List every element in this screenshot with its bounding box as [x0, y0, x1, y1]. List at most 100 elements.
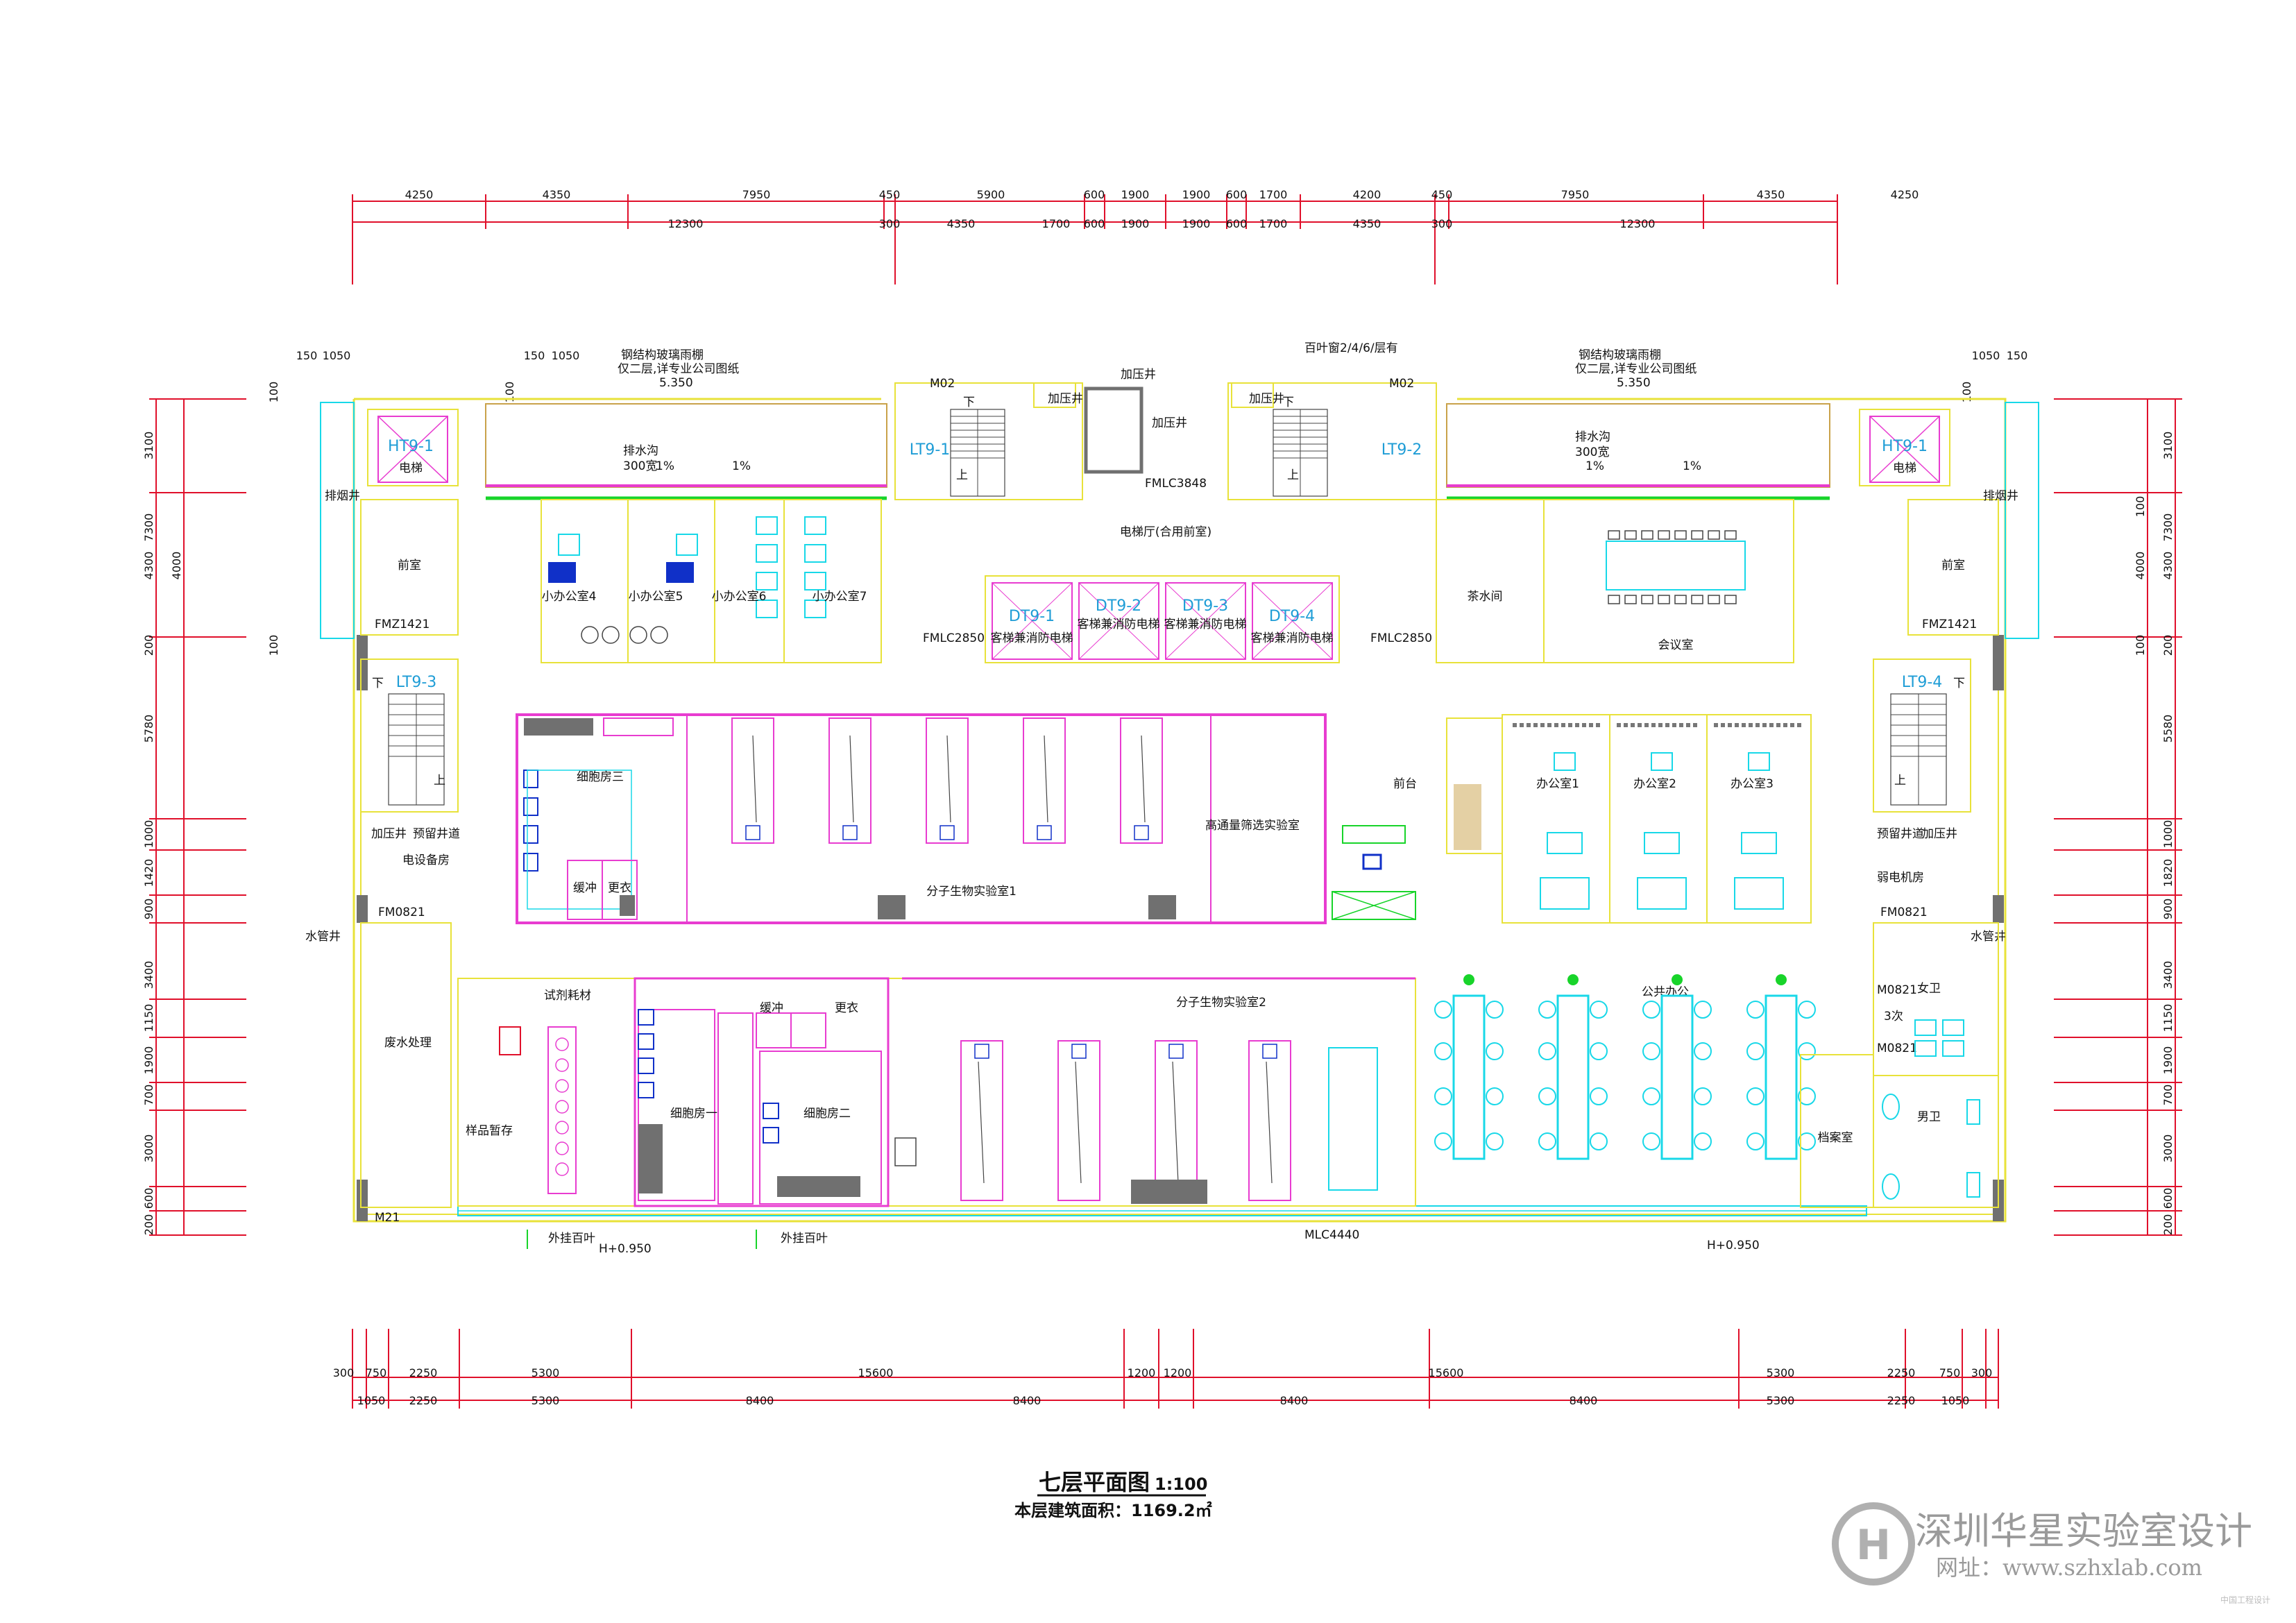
dim-label: 1900 — [2161, 1046, 2175, 1075]
door-code: FMZ1421 — [1922, 618, 1977, 631]
dim-label: 450 — [879, 188, 901, 201]
dim-label: 15600 — [1429, 1366, 1464, 1379]
dim-label: 1900 — [1182, 188, 1211, 201]
room-label: 茶水间 — [1468, 590, 1503, 604]
door-code: FMLC2850 — [923, 631, 985, 645]
slope-label: 1% — [732, 459, 751, 473]
dim-label: 4350 — [947, 217, 976, 230]
louver-note: 百叶窗2/4/6/层有 — [1304, 341, 1398, 355]
elevator-bank: DT9-1 DT9-2 DT9-3 DT9-4 客梯兼消防电梯 客梯兼消防电梯 … — [923, 575, 1432, 663]
canopy-notes: 钢结构玻璃雨棚 仅二层,详专业公司图纸 5.350 排水沟 300宽 1% 1%… — [618, 341, 1701, 473]
dim-label: 7300 — [142, 513, 155, 542]
bottom-dimensions — [352, 1329, 1999, 1409]
door-code: FMLC2850 — [1370, 631, 1432, 645]
canopy-label: 钢结构玻璃雨棚 — [1579, 348, 1661, 362]
right-dim-labels: 3100 7300 200 5580 1000 1820 900 3400 11… — [1960, 382, 2175, 1236]
stair-direction: 上 — [434, 774, 445, 788]
dim-label: 150 — [296, 349, 318, 362]
door-code: FMLC3848 — [1145, 477, 1207, 491]
side-cores: 前室 排烟井 FMZ1421 前室 排烟井 FMZ1421 LT9-3 下 上 … — [305, 489, 2018, 944]
stair-direction: 下 — [963, 396, 975, 409]
dim-label: 900 — [142, 899, 155, 920]
drain-width: 300宽 — [1575, 445, 1609, 459]
door-code: FM0821 — [1880, 906, 1928, 919]
stair-id: LT9-1 — [910, 441, 951, 459]
dim-label: 3000 — [142, 1135, 155, 1163]
dim-label: 2250 — [1887, 1366, 1916, 1379]
dim-label: 1700 — [1042, 217, 1071, 230]
dim-label: 5300 — [532, 1366, 560, 1379]
dim-label: 200 — [142, 635, 155, 656]
dim-label: 1200 — [1164, 1366, 1192, 1379]
dim-label: 4350 — [1757, 188, 1785, 201]
dim-label: 300 — [1971, 1366, 1993, 1379]
room-label: 前室 — [398, 559, 421, 572]
company-logo-icon — [1832, 1502, 1915, 1586]
room-label: 排烟井 — [325, 489, 360, 503]
elevator-id: DT9-1 — [1009, 608, 1055, 625]
drawing-title: 七层平面图 — [1039, 1469, 1150, 1495]
dim-label: 8400 — [1570, 1394, 1598, 1407]
stair-direction: 上 — [956, 468, 968, 482]
dim-label: 300 — [879, 217, 901, 230]
dim-label: 2250 — [1887, 1394, 1916, 1407]
dim-label: 5300 — [1767, 1394, 1795, 1407]
room-label: 前室 — [1941, 559, 1965, 572]
door-code: M0821 — [1877, 1042, 1917, 1055]
mol-lab-2: 缓冲 更衣 细胞房一 细胞房二 试剂耗材 — [457, 977, 1416, 1207]
level-mark: 5.350 — [659, 376, 693, 390]
dim-label: 1050 — [1972, 349, 2000, 362]
room-label: 小办公室5 — [629, 590, 683, 604]
room-label: 高通量筛选实验室 — [1205, 819, 1300, 833]
elevator-label: 客梯兼消防电梯 — [991, 631, 1073, 645]
dim-label: 1000 — [2161, 820, 2175, 849]
dim-label: 3400 — [142, 961, 155, 989]
left-dim-labels: 3100 7300 200 5780 1000 1420 900 3400 11… — [142, 382, 516, 1236]
room-label: 更衣 — [608, 881, 631, 895]
dim-label: 1000 — [142, 820, 155, 849]
dim-label: 2250 — [409, 1394, 438, 1407]
room-label: 分子生物实验室1 — [926, 885, 1017, 899]
dim-label: 600 — [1084, 188, 1105, 201]
elevator-id: DT9-4 — [1269, 608, 1315, 625]
room-label: 电设备房 — [402, 853, 450, 867]
company-name: 深圳华星实验室设计 — [1915, 1509, 2252, 1553]
slope-label: 1% — [1585, 459, 1604, 473]
dim-label: 1150 — [2161, 1004, 2175, 1033]
svg-text:H: H — [1856, 1521, 1891, 1570]
dim-label: 1820 — [2161, 859, 2175, 887]
meeting-area: 茶水间 会议室 — [1436, 499, 1794, 663]
facade-label: 外挂百叶 — [781, 1232, 828, 1246]
level-mark: H+0.950 — [599, 1242, 652, 1256]
dim-label: 100 — [267, 382, 280, 403]
level-mark: 5.350 — [1617, 376, 1651, 390]
dim-label: 750 — [1939, 1366, 1961, 1379]
top-dimensions — [352, 194, 1838, 284]
dim-label: 100 — [267, 635, 280, 656]
stair-cores-top: LT9-1 下 上 M02 LT9-2 下 上 M02 加压井 加压井 加压井 … — [894, 368, 1437, 539]
slope-label: 1% — [656, 459, 674, 473]
dim-label: 300 — [1431, 217, 1453, 230]
dim-label: 1900 — [1182, 217, 1211, 230]
dim-label: 100 — [2134, 496, 2147, 518]
dim-label: 12300 — [668, 217, 704, 230]
side-dimensions — [149, 398, 2182, 1236]
door-code: M02 — [1389, 377, 1414, 391]
dim-label: 200 — [2161, 1214, 2175, 1236]
room-label: 更衣 — [835, 1001, 858, 1015]
dim-label: 1050 — [1941, 1394, 1970, 1407]
dim-label: 1900 — [142, 1046, 155, 1075]
dim-label: 4250 — [1891, 188, 1919, 201]
stair-direction: 下 — [1953, 677, 1965, 690]
room-label: 缓冲 — [573, 881, 597, 895]
stair-id: LT9-4 — [1902, 674, 1943, 691]
dim-label: 4250 — [405, 188, 434, 201]
room-label: 办公室2 — [1633, 777, 1676, 791]
canopy-label: 钢结构玻璃雨棚 — [621, 348, 704, 362]
dim-label: 7300 — [2161, 513, 2175, 542]
stair-direction: 下 — [1282, 396, 1294, 409]
dim-label: 150 — [2007, 349, 2028, 362]
dim-label: 1900 — [1121, 188, 1150, 201]
dim-label: 600 — [1226, 188, 1248, 201]
dim-label: 4000 — [170, 552, 183, 580]
